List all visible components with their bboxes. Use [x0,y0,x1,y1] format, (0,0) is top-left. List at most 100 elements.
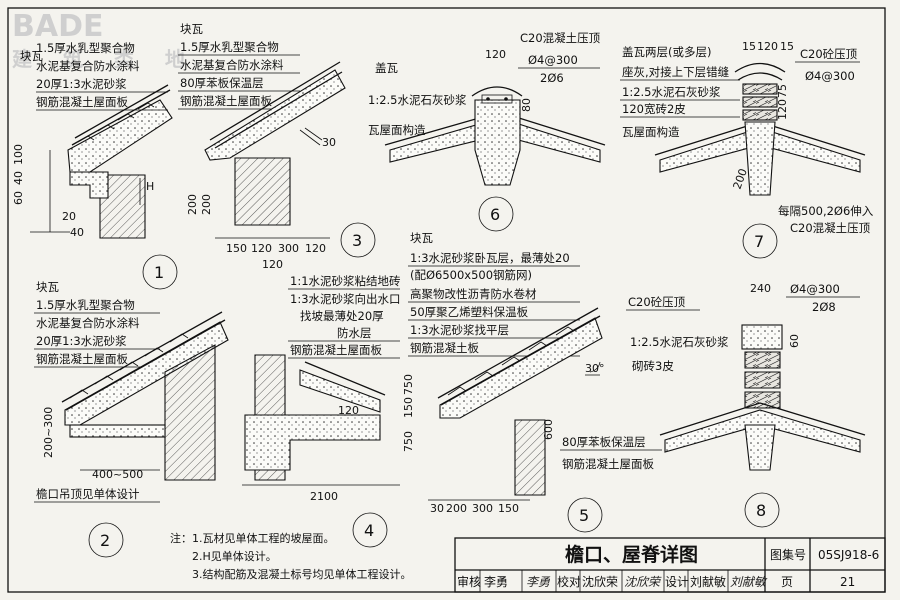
d2-dim-1: 400~500 [92,468,143,481]
detail-3: 块瓦 1.5厚水乳型聚合物 水泥基复合防水涂料 80厚苯板保温层 钢筋混凝土屋面… [178,22,376,271]
d2-label-5: 檐口吊顶见单体设计 [36,487,140,501]
d3-label-1: 1.5厚水乳型聚合物 [180,40,279,54]
d5-dim-7: 300 [472,502,493,515]
d8-label-3: Ø4@300 [790,282,840,296]
d8-dim-1: 60 [788,334,801,348]
detail-5: 块瓦 1:3水泥砂浆卧瓦层，最薄处20 (配Ø6500x500钢筋网) 高聚物改… [402,231,662,533]
d5-number: 5 [579,506,589,525]
d5-dim-3: 750 [402,431,415,452]
detail-2: 块瓦 1.5厚水乳型聚合物 水泥基复合防水涂料 20厚1:3水泥砂浆 钢筋混凝土… [34,280,229,558]
d7-label-5: C20砼压顶 [800,47,858,61]
d7-label-1: 座灰,对接上下层错缝 [622,65,730,79]
d5-label-3: 高聚物改性沥青防水卷材 [410,287,537,301]
d7-label-3: 120宽砖2皮 [622,102,686,116]
d6-label-2: 2Ø6 [540,71,564,85]
d4-label-0: 1:1水泥砂浆粘结地砖 [290,274,401,288]
d2-label-4: 钢筋混凝土屋面板 [36,352,128,366]
d5-dim-0: 30° [585,362,605,375]
drawing-title: 檐口、屋脊详图 [565,543,698,566]
reviewer-name: 李勇 [484,574,508,589]
d2-label-1: 1.5厚水乳型聚合物 [36,298,135,312]
d8-label-0: C20砼压顶 [628,295,686,309]
d6-label-4: 1:2.5水泥石灰砂浆 [368,93,467,107]
watermark-brand: BADE [12,9,103,44]
note-2: 2.H见单体设计。 [192,549,277,563]
d4-number: 4 [364,521,374,540]
d7-number: 7 [754,232,764,251]
d7-label-6: Ø4@300 [805,69,855,83]
atlas-label: 图集号 [770,547,806,562]
d4-number-circle [352,512,388,548]
d5-label-1: 1:3水泥砂浆卧瓦层，最薄处20 [410,251,570,265]
d7-dim-0: 15 [742,40,756,53]
notes: 注： 1.瓦材见单体工程的坡屋面。 2.H见单体设计。 3.结构配筋及混凝土标号… [170,531,412,581]
d2-label-2: 水泥基复合防水涂料 [36,316,140,330]
detail-6: C20混凝土压顶 Ø4@300 2Ø6 盖瓦 1:2.5水泥石灰砂浆 瓦屋面构造… [368,31,606,232]
d5-dim-2: 150 [402,397,415,418]
page-label: 页 [781,575,793,589]
d1-number: 1 [154,263,164,282]
d3-dim-0: 30 [322,136,336,149]
d6-label-3: 盖瓦 [375,61,398,75]
d1-label-4: 钢筋混凝土屋面板 [36,95,128,109]
note-3: 3.结构配筋及混凝土标号均见单体工程设计。 [192,567,412,581]
d1-label-2: 水泥基复合防水涂料 [36,59,140,73]
designer-signature: 刘献敏 [730,575,768,589]
d1-dim-2: 100 [12,144,25,165]
detail-1: 块瓦 1.5厚水乳型聚合物 水泥基复合防水涂料 20厚1:3水泥砂浆 钢筋混凝土… [12,41,178,290]
sheet-border [7,7,886,593]
d1-dim-1: 40 [12,171,25,185]
d3-label-3: 80厚苯板保温层 [180,76,264,90]
d3-number-circle [340,222,376,258]
d3-dim-1: 200 [186,194,199,215]
d3-dim-4: 150 [226,242,247,255]
d5-label-0: 块瓦 [410,231,433,245]
d5-label-6: 钢筋混凝土板 [410,341,479,355]
title-block: 檐口、屋脊详图 图集号 05SJ918-6 页 21 审核 李勇 李勇 校对 沈… [454,537,886,593]
d5-dim-4: 600 [542,419,555,440]
d5-dim-8: 150 [498,502,519,515]
d7-dim-3: 120 [776,99,789,120]
checker-name: 沈欣荣 [582,574,618,589]
detail-4: 1:1水泥砂浆粘结地砖 1:3水泥砂浆向出水口 找坡最薄处20厚 防水层 钢筋混… [242,274,401,548]
d4-dim-1: 2100 [310,490,338,503]
d4-dim-0: 120 [338,404,359,417]
d7-label-4: 瓦屋面构造 [622,125,680,139]
atlas-number: 05SJ918-6 [818,548,879,562]
d7-label-7: 每隔500,2Ø6伸入 [778,204,874,218]
d7-dim-6: 200 [731,167,750,191]
d7-label-2: 1:2.5水泥石灰砂浆 [622,85,721,99]
d6-label-0: C20混凝土压顶 [520,31,601,45]
checker-signature: 沈欣荣 [624,575,662,589]
d5-label-2: (配Ø6500x500钢筋网) [410,268,532,282]
d7-dim-4: 75 [776,84,789,98]
d4-label-1: 1:3水泥砂浆向出水口 [290,292,401,306]
d3-dim-8: 120 [262,258,283,271]
review-label: 审核 [457,574,481,589]
d5-dim-1: 750 [402,374,415,395]
d1-label-3: 20厚1:3水泥砂浆 [36,77,127,91]
d3-dim-3: 300 [278,242,299,255]
d7-label-8: C20混凝土压顶 [790,221,871,235]
d3-dim-7: 120 [305,242,326,255]
d1-dim-3: H [146,180,154,193]
d6-dim-1: 80 [520,98,533,112]
reviewer-signature: 李勇 [526,575,551,589]
d2-label-0: 块瓦 [36,280,59,294]
d8-label-1: 1:2.5水泥石灰砂浆 [630,335,729,349]
page-number: 21 [840,575,855,589]
d1-number-circle [142,254,178,290]
d8-label-2: 砌砖3皮 [632,359,674,373]
d5-label-4: 50厚聚乙烯塑料保温板 [410,305,529,319]
watermark-sub: 建 筑 类 地 [12,47,197,71]
d8-label-4: 2Ø8 [812,300,836,314]
d4-label-3: 防水层 [337,326,372,340]
d2-number: 2 [100,531,110,550]
d1-dim-4: 20 [62,210,76,223]
d6-label-5: 瓦屋面构造 [368,123,426,137]
d6-dim-0: 120 [485,48,506,61]
detail-8: C20砼压顶 1:2.5水泥石灰砂浆 砌砖3皮 Ø4@300 2Ø8 240 6… [626,282,866,528]
d5-label-8: 钢筋混凝土屋面板 [562,457,654,471]
d5-label-5: 1:3水泥砂浆找平层 [410,323,509,337]
